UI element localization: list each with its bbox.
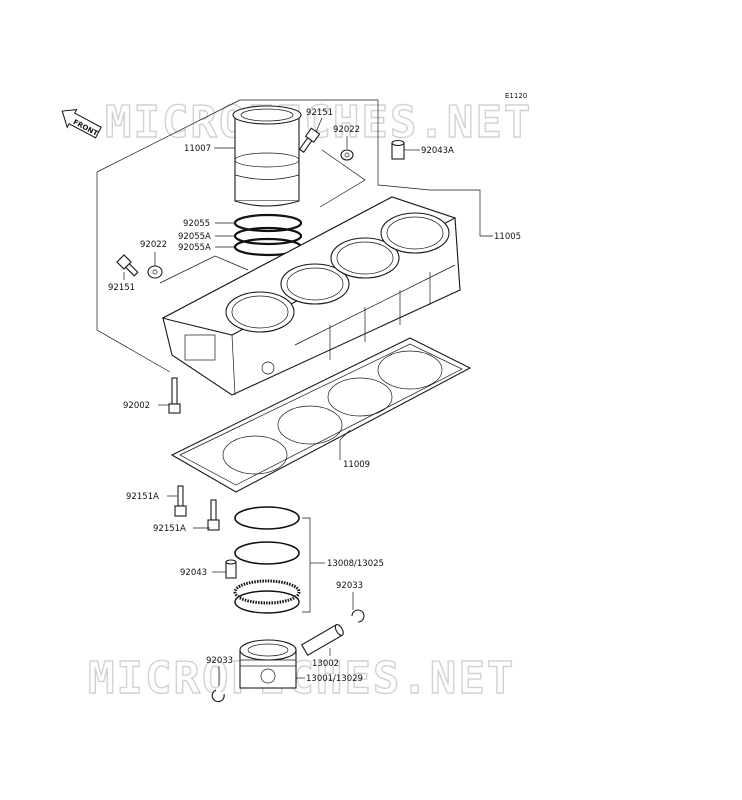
cylinder-block-11005: [161, 196, 461, 396]
piston-ring-set-13008: [233, 506, 325, 614]
callout-92055: 92055: [183, 219, 210, 229]
piston-rings-92055: [233, 213, 303, 257]
circlip-92033-left: [211, 689, 225, 703]
bolt-92151A-1: [174, 485, 187, 517]
callout-92043A: 92043A: [421, 146, 454, 156]
ring-bracket-line: [159, 255, 249, 284]
assembly-frame-line-top: [96, 99, 241, 173]
callout-11009: 11009: [343, 460, 370, 470]
callout-92043: 92043: [180, 568, 207, 578]
callout-92022-left: 92022: [140, 240, 167, 250]
circlip-92033-right: [351, 609, 365, 623]
bolt-92151-left: [116, 254, 139, 277]
assembly-frame-line-mid: [240, 99, 431, 191]
assembly-frame-line: [96, 172, 171, 373]
piston-pin-13002: [300, 624, 344, 656]
watermark-bottom: MICROFICHES.NET: [88, 653, 515, 704]
callout-92055A-2: 92055A: [178, 243, 211, 253]
head-gasket-11009: [170, 337, 472, 493]
callout-92151A-1: 92151A: [126, 492, 159, 502]
bolt-92002: [168, 377, 181, 414]
dowel-pin-92043: [225, 559, 237, 579]
callout-92033-left: 92033: [206, 656, 233, 666]
callout-11005: 11005: [494, 232, 521, 242]
bolt-92151A-2: [207, 499, 220, 531]
callout-13002: 13002: [312, 659, 339, 669]
watermark-top: MICROFICHES.NET: [105, 97, 532, 148]
callout-92151A-2: 92151A: [153, 524, 186, 534]
callout-92151-left: 92151: [108, 283, 135, 293]
diagram-code: E1120: [505, 92, 527, 100]
washer-92022-top: [340, 149, 354, 161]
sleeve-bracket-line: [319, 149, 366, 208]
callout-92055A-1: 92055A: [178, 232, 211, 242]
callout-11007: 11007: [184, 144, 211, 154]
callout-92151-top: 92151: [306, 108, 333, 118]
cylinder-sleeve-11007: [232, 105, 302, 207]
callout-13008-13025: 13008/13025: [327, 559, 384, 569]
washer-92022-left: [147, 265, 163, 279]
dowel-pin-92043A: [391, 139, 405, 160]
callout-92022-top: 92022: [333, 125, 360, 135]
callout-92033-right: 92033: [336, 581, 363, 591]
front-arrow-icon: FRONT: [61, 109, 102, 139]
piston-13001: [239, 639, 297, 689]
callout-92002: 92002: [123, 401, 150, 411]
callout-13001-13029: 13001/13029: [306, 674, 363, 684]
